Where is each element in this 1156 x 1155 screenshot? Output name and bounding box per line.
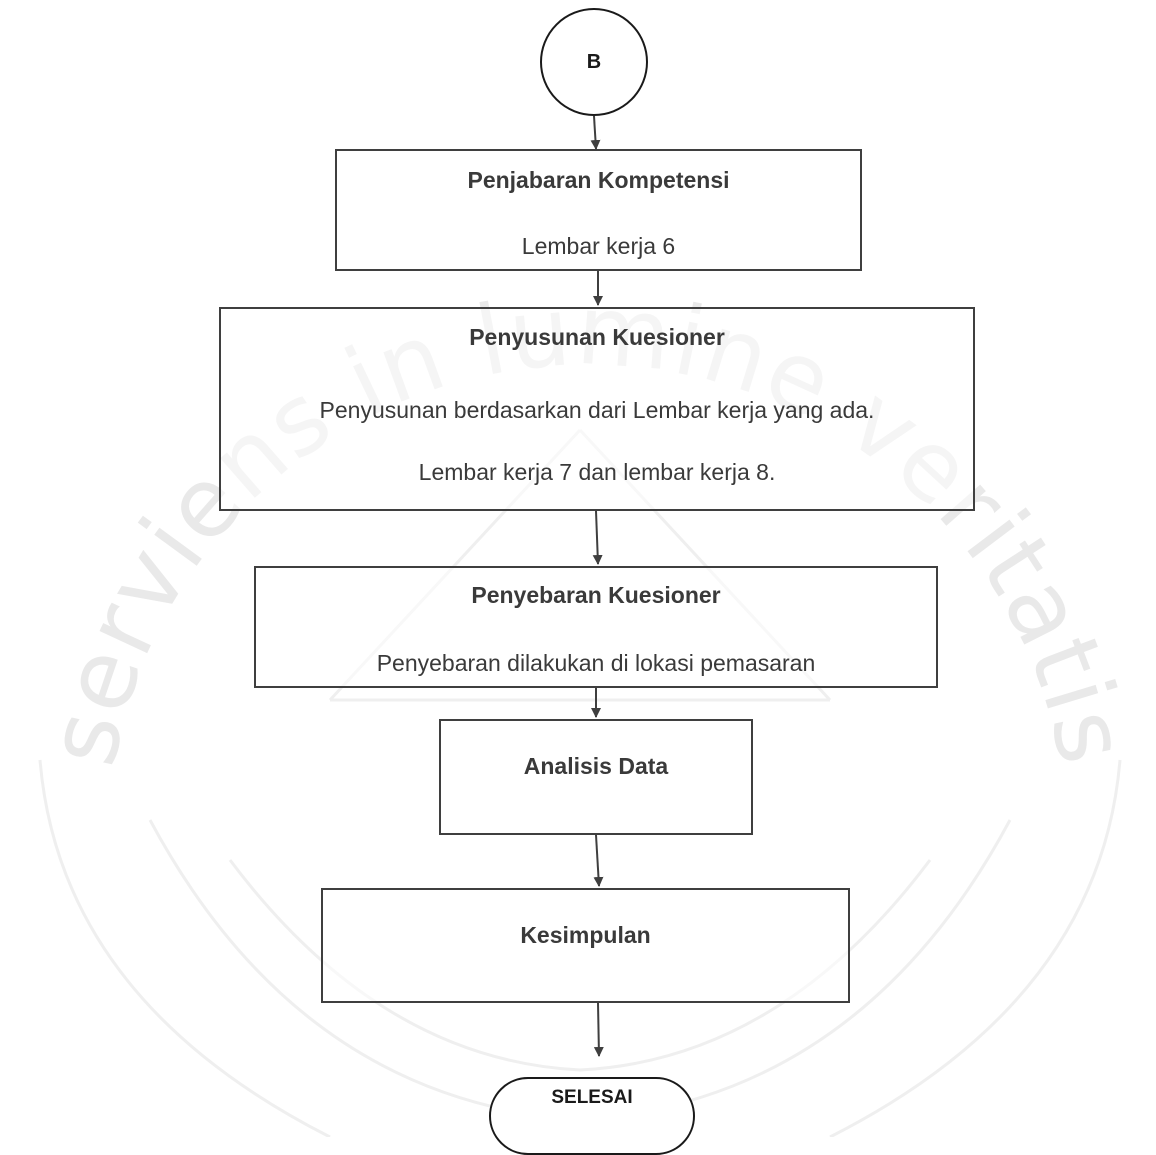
arrow-step2-to-step3 xyxy=(592,510,603,565)
end-terminator-selesai: SELESAI xyxy=(489,1077,695,1155)
arrow-step5-to-end xyxy=(593,1002,604,1057)
step-title: Analisis Data xyxy=(523,753,669,779)
step-title: Kesimpulan xyxy=(520,922,651,948)
step-title: Penjabaran Kompetensi xyxy=(467,167,730,193)
start-connector-b: B xyxy=(540,8,648,116)
step-penyusunan-kuesioner: Penyusunan Kuesioner Penyusunan berdasar… xyxy=(219,307,975,511)
step-title: Penyebaran Kuesioner xyxy=(471,582,721,608)
step-penyebaran-kuesioner: Penyebaran Kuesioner Penyebaran dilakuka… xyxy=(254,566,938,688)
step-description: Lembar kerja 7 dan lembar kerja 8. xyxy=(418,459,776,485)
start-connector-label: B xyxy=(586,50,602,73)
step-title: Penyusunan Kuesioner xyxy=(469,324,725,350)
step-description: Lembar kerja 6 xyxy=(521,233,676,259)
step-description: Penyusunan berdasarkan dari Lembar kerja… xyxy=(319,397,875,423)
arrow-step4-to-step5 xyxy=(593,834,604,887)
end-terminator-label: SELESAI xyxy=(551,1087,633,1108)
arrow-start-to-step1 xyxy=(590,115,601,150)
step-description: Penyebaran dilakukan di lokasi pemasaran xyxy=(376,650,816,676)
step-kesimpulan: Kesimpulan xyxy=(321,888,850,1003)
step-analisis-data: Analisis Data xyxy=(439,719,753,835)
step-penjabaran-kompetensi: Penjabaran Kompetensi Lembar kerja 6 xyxy=(335,149,862,271)
